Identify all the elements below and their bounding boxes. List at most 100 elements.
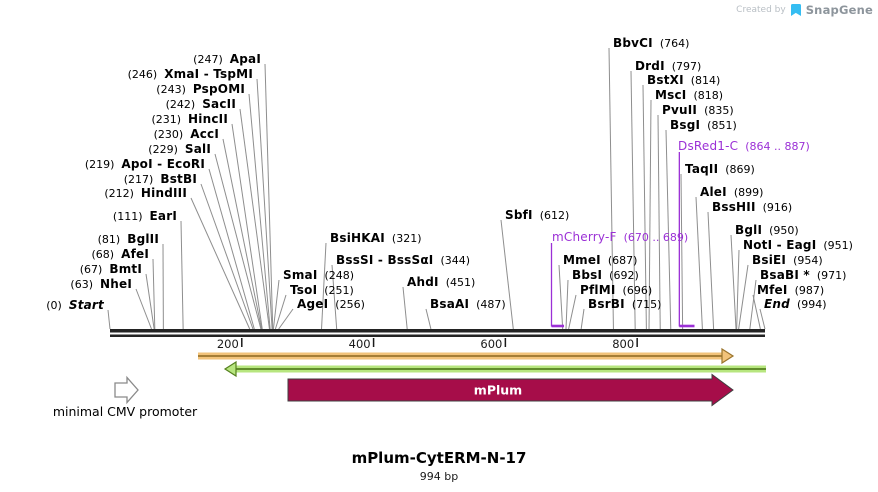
site-label-HincII[interactable]: (231)HincII xyxy=(151,112,228,126)
site-leader-line xyxy=(272,279,280,330)
site-label-End[interactable]: End(994) xyxy=(764,297,827,311)
site-label-TaqII[interactable]: TaqII(869) xyxy=(685,162,755,176)
site-leader-line xyxy=(239,108,270,330)
site-label-PvuII[interactable]: PvuII(835) xyxy=(662,103,734,117)
site-leader-line xyxy=(680,173,684,330)
site-leader-line xyxy=(180,220,184,330)
site-label-BglII[interactable]: (81)BglII xyxy=(97,232,159,246)
site-leader-line xyxy=(256,78,273,330)
feature-arrowhead-forward[interactable] xyxy=(721,347,735,365)
site-label-BsrBI[interactable]: BsrBI(715) xyxy=(588,297,662,311)
site-label-ApaI[interactable]: (247)ApaI xyxy=(193,52,261,66)
site-label-BsaAI[interactable]: BsaAI(487) xyxy=(430,297,506,311)
site-label-MmeI[interactable]: MmeI(687) xyxy=(563,253,638,267)
sequence-backbone[interactable] xyxy=(110,329,765,337)
site-label-BstBI[interactable]: (217)BstBI xyxy=(123,172,197,186)
site-leader-line xyxy=(630,70,636,330)
ruler-tick-label: 800 xyxy=(612,337,634,351)
site-label-BsiEI[interactable]: BsiEI(954) xyxy=(752,253,823,267)
site-leader-line xyxy=(738,264,749,330)
ruler-tick-label: 200 xyxy=(217,337,239,351)
site-label-AhdI[interactable]: AhdI(451) xyxy=(407,275,476,289)
site-leader-line xyxy=(642,84,647,330)
site-leader-line xyxy=(321,242,327,330)
site-leader-line xyxy=(425,308,432,330)
site-label-BbvCI[interactable]: BbvCI(764) xyxy=(613,36,690,50)
site-leader-line xyxy=(231,123,263,330)
site-label-TsoI[interactable]: TsoI(251) xyxy=(290,283,354,297)
feature-arrowhead-reverse[interactable] xyxy=(223,360,237,378)
site-label-AfeI[interactable]: (68)AfeI xyxy=(91,247,149,261)
site-label-BmtI[interactable]: (67)BmtI xyxy=(79,262,142,276)
site-label-NheI[interactable]: (63)NheI xyxy=(70,277,132,291)
feature-label-mplum: mPlum xyxy=(474,383,522,398)
leader-lines xyxy=(107,47,766,330)
site-label-SbfI[interactable]: SbfI(612) xyxy=(505,208,570,222)
ruler-tick-label: 600 xyxy=(480,337,502,351)
site-leader-line xyxy=(608,47,614,330)
feature-arrow-mplum[interactable] xyxy=(287,373,734,407)
site-label-MfeI[interactable]: MfeI(987) xyxy=(757,283,825,297)
created-by-text: Created by xyxy=(736,5,786,15)
site-label-EarI[interactable]: (111)EarI xyxy=(112,209,177,223)
site-label-BsgI[interactable]: BsgI(851) xyxy=(670,118,737,132)
site-leader-line xyxy=(274,294,287,330)
site-label-BssHII[interactable]: BssHII(916) xyxy=(712,200,793,214)
site-leader-line xyxy=(580,308,585,330)
site-leader-line xyxy=(200,183,254,330)
ruler: 200 400 600 800 xyxy=(217,337,638,351)
site-label-Start[interactable]: (0)Start xyxy=(46,298,104,312)
site-leader-line xyxy=(222,138,263,330)
site-leader-line xyxy=(152,258,156,330)
promoter-label: minimal CMV promoter xyxy=(52,404,198,419)
site-label-AccI[interactable]: (230)AccI xyxy=(153,127,219,141)
site-label-BbsI[interactable]: BbsI(692) xyxy=(572,268,639,282)
site-leader-line xyxy=(707,211,715,330)
map-footer: mPlum-CytERM-N-17 994 bp xyxy=(0,449,878,483)
site-leader-line xyxy=(759,308,766,330)
feature-arrows[interactable] xyxy=(198,347,766,407)
site-leader-line xyxy=(264,63,274,330)
site-label-DrdI[interactable]: DrdI(797) xyxy=(635,59,702,73)
site-label-NotI-EagI[interactable]: NotI - EagI(951) xyxy=(743,238,853,252)
primer-label-mCherry-F[interactable]: mCherry-F(670 .. 689) xyxy=(552,230,689,244)
site-leader-line xyxy=(402,286,408,330)
primer-marks[interactable] xyxy=(550,152,695,328)
site-label-BsiHKAI[interactable]: BsiHKAI(321) xyxy=(330,231,422,245)
site-label-MscI[interactable]: MscI(818) xyxy=(655,88,724,102)
site-label-XmaI-TspMI[interactable]: (246)XmaI - TspMI xyxy=(127,67,253,81)
site-label-BstXI[interactable]: BstXI(814) xyxy=(647,73,721,87)
site-label-HindIII[interactable]: (212)HindIII xyxy=(104,186,187,200)
snapgene-credit: Created by SnapGene xyxy=(736,3,873,17)
site-leader-line xyxy=(214,153,262,330)
site-leader-line xyxy=(248,93,271,330)
site-leader-line xyxy=(736,249,740,330)
site-label-AleI[interactable]: AleI(899) xyxy=(700,185,764,199)
primer-label-DsRed1-C[interactable]: DsRed1-C(864 .. 887) xyxy=(678,139,810,153)
site-leader-line xyxy=(657,114,661,330)
site-label-SalI[interactable]: (229)SalI xyxy=(148,142,211,156)
site-leader-line xyxy=(648,99,652,330)
site-label-BsaBI-[interactable]: BsaBI *(971) xyxy=(760,268,847,282)
site-leader-line xyxy=(665,129,672,330)
site-leader-line xyxy=(190,197,251,330)
site-label-BssSI-BssS-I[interactable]: BssSI - BssSαI(344) xyxy=(336,253,471,267)
site-label-PspOMI[interactable]: (243)PspOMI xyxy=(156,82,245,96)
site-label-PflMI[interactable]: PflMI(696) xyxy=(580,283,653,297)
promoter-arrow-icon[interactable] xyxy=(114,375,139,405)
ruler-tick-label: 400 xyxy=(349,337,371,351)
site-leader-line xyxy=(331,264,338,330)
plasmid-title: mPlum-CytERM-N-17 xyxy=(351,449,527,467)
snapgene-brand-text: SnapGene xyxy=(805,3,873,17)
site-label-SmaI[interactable]: SmaI(248) xyxy=(283,268,355,282)
site-leader-line xyxy=(752,294,761,330)
site-label-SacII[interactable]: (242)SacII xyxy=(165,97,236,111)
snapgene-logo-icon xyxy=(790,4,801,16)
site-label-AgeI[interactable]: AgeI(256) xyxy=(297,297,365,311)
site-label-BglI[interactable]: BglI(950) xyxy=(735,223,799,237)
site-label-ApoI-EcoRI[interactable]: (219)ApoI - EcoRI xyxy=(84,157,205,171)
plasmid-length: 994 bp xyxy=(419,470,459,483)
site-leader-line xyxy=(558,264,564,330)
